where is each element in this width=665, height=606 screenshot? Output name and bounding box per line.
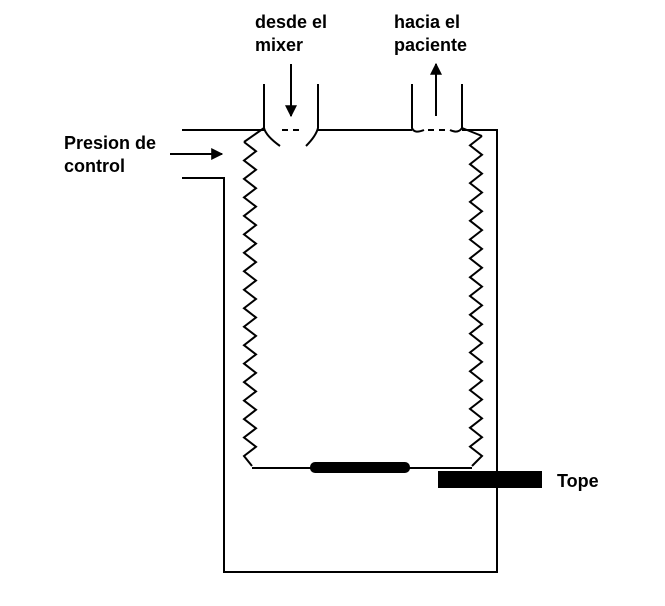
outlet-port-right-wall — [449, 84, 463, 133]
bellows-weight — [310, 462, 410, 473]
bellows — [242, 127, 484, 469]
inlet-port-left-wall — [263, 84, 281, 147]
inlet-port — [263, 64, 319, 147]
label-control-pressure-line1: Presion de — [64, 133, 156, 153]
inlet-port-right-wall — [305, 84, 319, 147]
outlet-port — [411, 62, 463, 133]
label-control-pressure-line2: control — [64, 156, 125, 176]
label-to-patient-line2: paciente — [394, 35, 467, 55]
bellows-top-right-edge — [461, 127, 483, 137]
outlet-port-left-wall — [411, 84, 425, 133]
label-stop: Tope — [557, 471, 599, 491]
label-from-mixer-line2: mixer — [255, 35, 303, 55]
bellows-right-zigzag — [468, 135, 484, 467]
housing-top-right — [182, 129, 498, 573]
outer-housing — [182, 129, 498, 573]
stop-block — [438, 471, 542, 488]
label-from-mixer-line1: desde el — [255, 12, 327, 32]
bellows-top-left-edge — [243, 127, 265, 143]
label-to-patient-line1: hacia el — [394, 12, 460, 32]
bellows-left-zigzag — [242, 141, 258, 467]
